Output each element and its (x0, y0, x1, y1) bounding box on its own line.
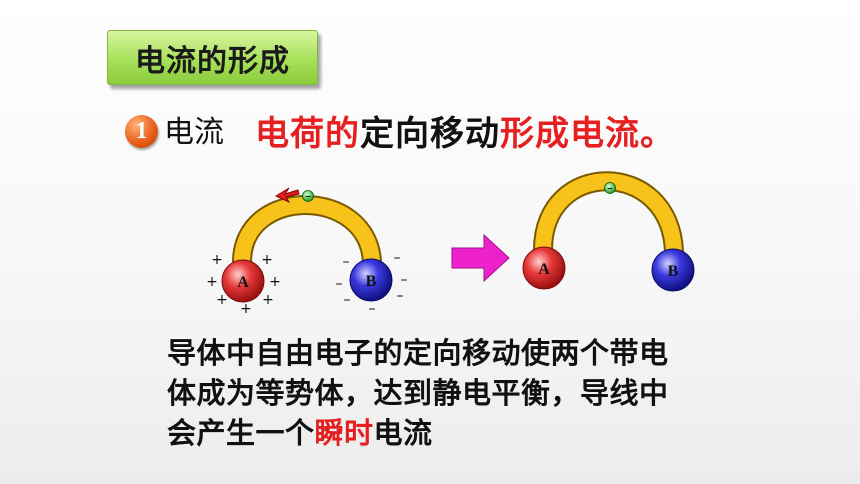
right-electron (604, 182, 616, 194)
explanation-line-2: 体成为等势体，达到静电平衡，导线中 (167, 376, 669, 410)
right-sphere-b (651, 248, 695, 292)
plus-sign: + (211, 252, 223, 268)
explanation-line-1: 导体中自由电子的定向移动使两个带电 (167, 336, 669, 370)
right-sphere-b-label: B (668, 263, 679, 280)
left-sphere-b-label: B (366, 273, 377, 290)
definition-part-2: 定向移动 (360, 114, 500, 154)
left-electron-sign: – (305, 191, 310, 201)
minus-sign: – (343, 254, 350, 270)
minus-sign: – (401, 272, 408, 288)
explanation-line-3: 会产生一个瞬时电流 (167, 413, 727, 453)
plus-sign: + (240, 301, 252, 317)
right-electron-sign: – (607, 183, 612, 193)
plus-sign: + (269, 274, 281, 290)
definition-text: 电荷的定向移动形成电流。 (255, 106, 675, 155)
section-number-badge: 1 (125, 115, 158, 148)
left-wire-arc-fill (234, 197, 380, 263)
minus-sign: – (394, 250, 401, 266)
electron-motion-arrow (274, 187, 300, 204)
definition-part-1: 电荷的 (255, 114, 360, 154)
minus-sign: – (336, 276, 343, 292)
explanation-line-3-part-2: 电流 (373, 416, 433, 450)
minus-sign: – (397, 288, 404, 304)
left-electron (302, 190, 314, 202)
right-wire-arc-fill (535, 173, 682, 253)
left-sphere-b (349, 258, 393, 302)
minus-sign: – (344, 292, 351, 308)
left-sphere-a-label: A (237, 274, 249, 291)
plus-sign: + (261, 252, 273, 268)
section-heading: 电流 (164, 115, 224, 150)
minus-sign: – (369, 301, 376, 317)
plus-sign: + (216, 292, 228, 308)
right-sphere-a (522, 246, 566, 290)
right-sphere-a-label: A (538, 261, 550, 278)
left-sphere-a (221, 259, 265, 303)
page-title: 电流的形成 (135, 43, 290, 79)
plus-sign: + (206, 274, 218, 290)
transition-arrow (451, 233, 510, 283)
title-banner: 电流的形成 (107, 30, 318, 85)
instant-highlight: 瞬时 (314, 416, 374, 450)
explanation-line-3-part-1: 会产生一个 (167, 416, 315, 450)
definition-part-3: 形成电流。 (500, 114, 675, 154)
plus-sign: + (262, 292, 274, 308)
explanation-paragraph: 导体中自由电子的定向移动使两个带电 体成为等势体，达到静电平衡，导线中 会产生一… (167, 333, 727, 453)
